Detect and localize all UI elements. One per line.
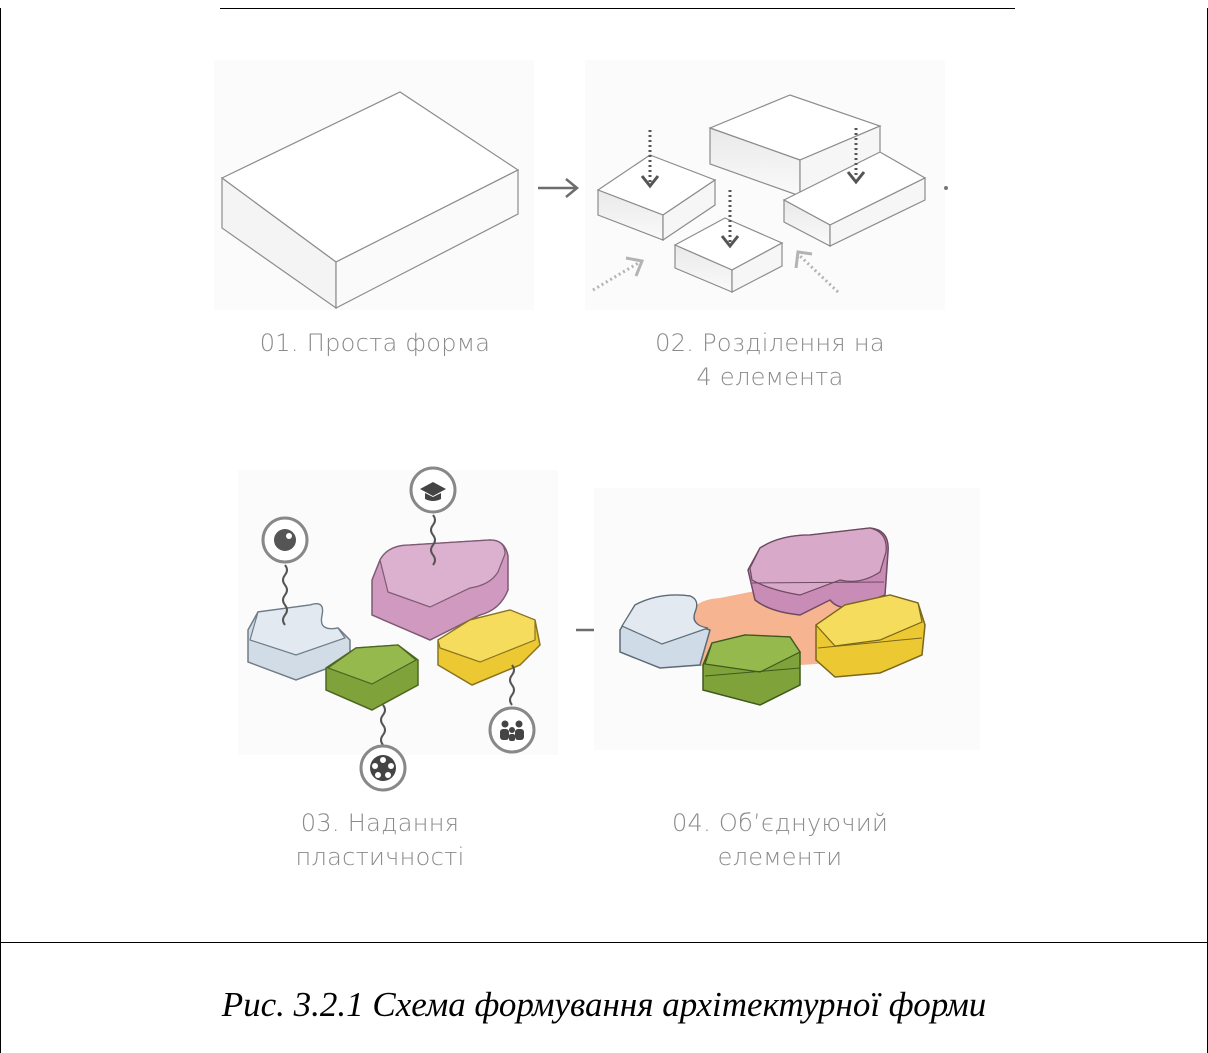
step1-label: 01. Проста форма <box>230 326 520 360</box>
top-rule <box>220 8 1015 9</box>
step2-split-blocks <box>585 60 948 310</box>
step1-title: 01. Проста форма <box>259 329 491 357</box>
circle-dot-icon <box>261 516 309 564</box>
step4-subtitle: елементи <box>717 843 843 871</box>
step4-unified-elements <box>594 488 980 750</box>
caption-divider <box>0 942 1208 943</box>
step3-title: 03. Надання <box>300 809 460 837</box>
step1-simple-form <box>214 60 534 310</box>
people-group-icon <box>488 706 536 754</box>
arrow-step1-to-2 <box>538 178 579 198</box>
step3-label: 03. Надання пластичності <box>230 806 530 874</box>
step3-plastic-blocks <box>238 466 558 792</box>
step4-label: 04. Об’єднуючий елементи <box>630 806 930 874</box>
graduation-cap-icon <box>409 466 457 514</box>
step2-title: 02. Розділення на <box>655 329 885 357</box>
step2-subtitle: 4 елемента <box>696 363 844 391</box>
step4-title: 04. Об’єднуючий <box>671 809 889 837</box>
figure-caption: Рис. 3.2.1 Схема формування архітектурно… <box>221 985 987 1024</box>
film-reel-icon <box>359 744 407 792</box>
step2-label: 02. Розділення на 4 елемента <box>620 326 920 394</box>
step3-subtitle: пластичності <box>295 843 465 871</box>
